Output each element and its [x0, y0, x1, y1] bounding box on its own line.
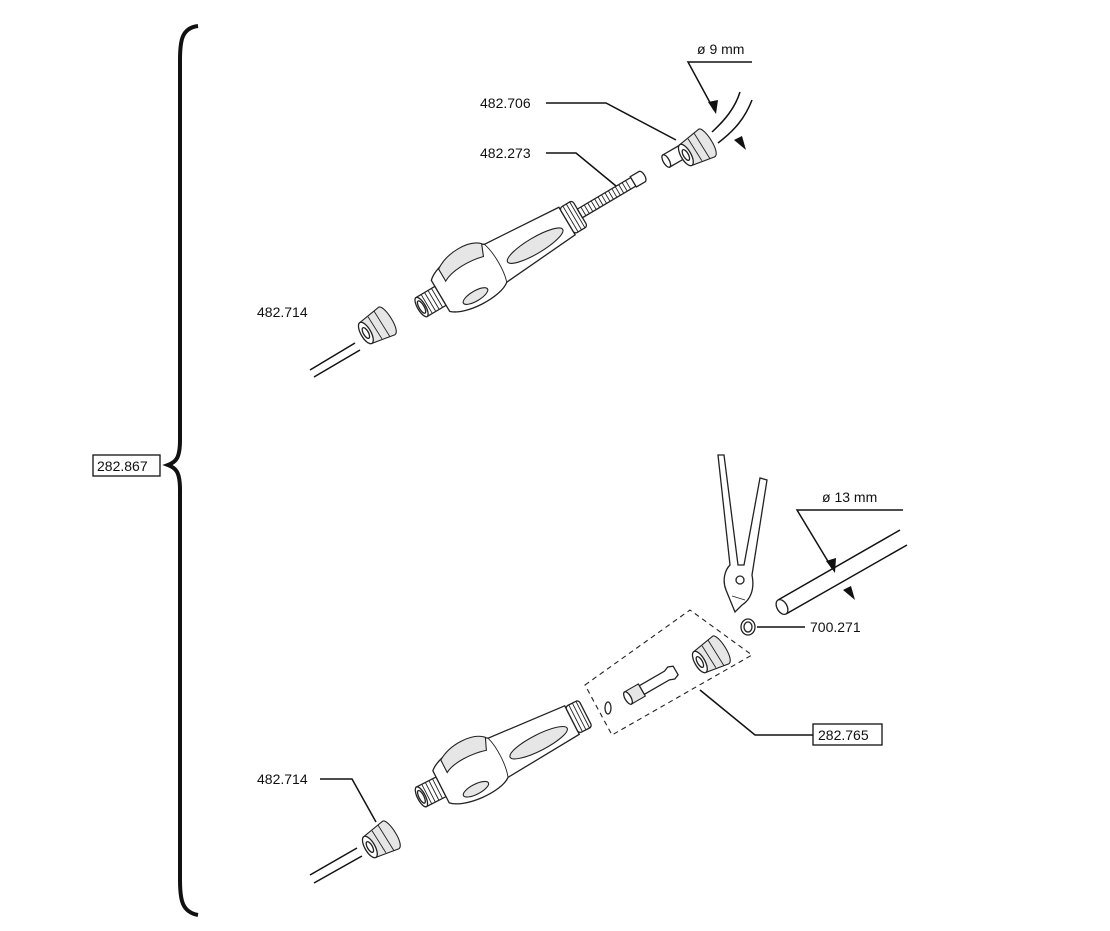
top-tube — [711, 91, 753, 144]
assembly-label-box — [92, 454, 161, 477]
spring-leader — [546, 152, 617, 187]
spring-label: 482.273 — [480, 145, 531, 161]
bottom-cap-482-714 — [309, 817, 404, 884]
top-nut-482-706 — [661, 125, 720, 173]
bottom-tube-diameter-label: ø 13 mm — [822, 489, 877, 505]
bottom-cap-label: 482.714 — [257, 771, 308, 787]
clamp-700-271 — [740, 618, 756, 636]
kit-leader — [699, 689, 813, 736]
top-tube-diameter-label: ø 9 mm — [697, 41, 744, 57]
assembly-label: 282.867 — [97, 458, 148, 474]
top-cap-label: 482.714 — [257, 304, 308, 320]
nut-label: 482.706 — [480, 95, 531, 111]
nut-leader — [546, 102, 677, 141]
kit-label: 282.765 — [818, 727, 869, 743]
o-ring — [604, 701, 612, 715]
top-handle — [401, 170, 647, 335]
pliers — [717, 454, 768, 614]
hose-nipple — [622, 665, 679, 705]
bottom-tube — [775, 529, 908, 616]
bottom-diameter-callout — [795, 509, 903, 600]
top-cap-482-714 — [309, 303, 400, 378]
union-nut — [686, 632, 734, 680]
kit-label-box — [812, 723, 883, 746]
bottom-cap-leader — [320, 778, 377, 823]
bottom-handle — [402, 684, 599, 825]
top-diameter-callout — [686, 61, 752, 150]
clamp-label: 700.271 — [810, 619, 861, 635]
spring-482-273 — [576, 170, 647, 219]
assembly-brace — [162, 24, 199, 917]
